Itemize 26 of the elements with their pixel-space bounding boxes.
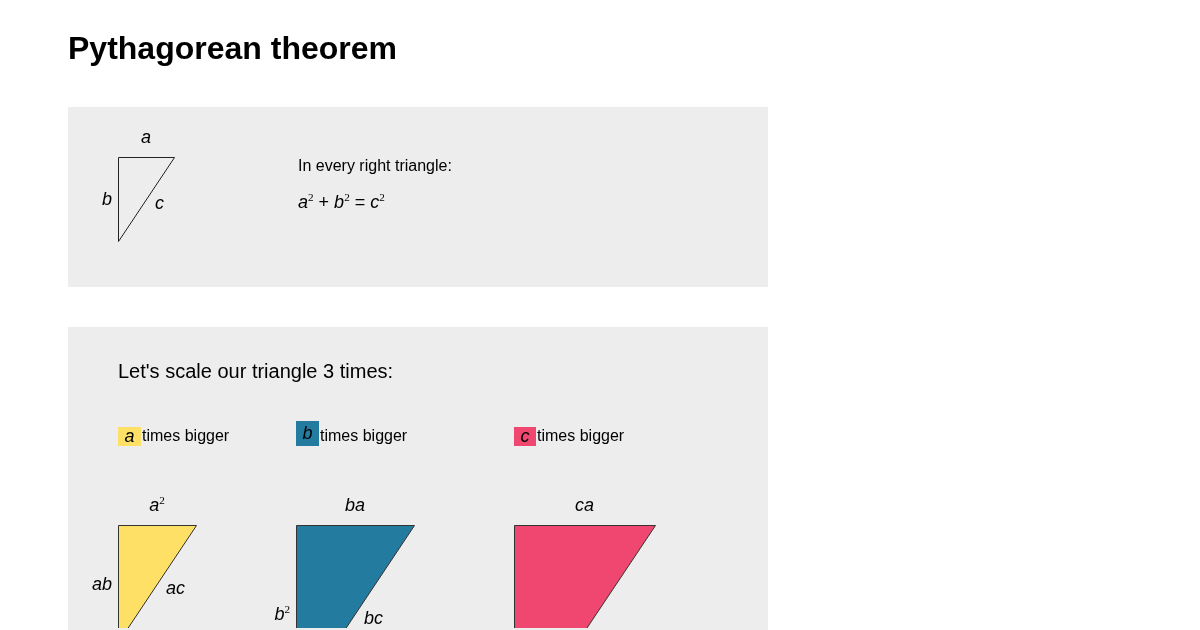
- panel: [68, 327, 768, 630]
- panel: [68, 107, 768, 287]
- statement-text: In every right triangle:: [298, 157, 452, 175]
- side-label: ab: [91, 572, 112, 595]
- right-triangle: [118, 157, 175, 242]
- side-label: ac: [166, 576, 185, 599]
- variable-label: c: [520, 425, 530, 446]
- side-label: b: [102, 188, 112, 210]
- legend-text: times bigger: [320, 427, 408, 445]
- legend-text: times bigger: [142, 427, 230, 445]
- side-label: a$^{2}$: [149, 494, 165, 516]
- side-label: a: [141, 126, 151, 148]
- variable-label: b: [302, 422, 313, 443]
- scaled-triangle: [118, 525, 197, 628]
- scaled-triangle: [514, 525, 656, 628]
- legend-text: times bigger: [537, 427, 625, 445]
- side-label: c: [155, 192, 164, 214]
- variable-label: a: [124, 425, 135, 446]
- side-label: b$^{2}$: [274, 602, 290, 625]
- scaled-triangle: [296, 525, 415, 628]
- heading-text: Let's scale our triangle 3 times:: [118, 359, 394, 383]
- side-label: ba: [345, 494, 365, 516]
- side-label: ca: [575, 494, 594, 516]
- side-label: bc: [364, 606, 383, 629]
- title: Pythagorean theorem: [68, 29, 397, 67]
- formula: a$^{2}$ + b$^{2}$ = c$^{2}$: [298, 191, 385, 213]
